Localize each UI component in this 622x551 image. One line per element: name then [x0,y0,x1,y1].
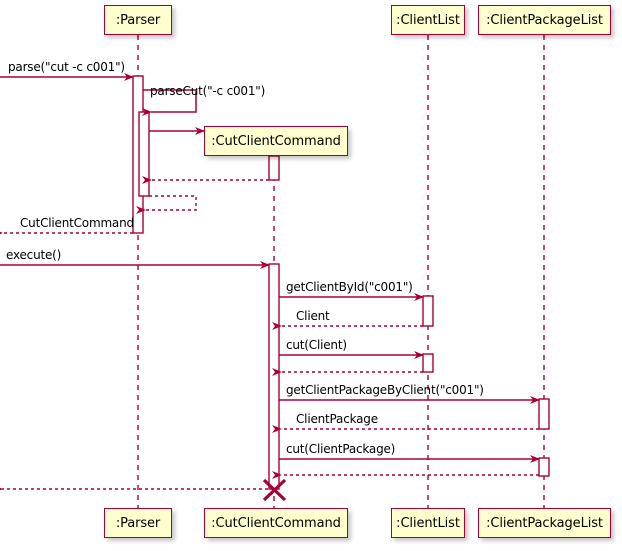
participant-box-cutclientcommand-created[interactable]: :CutClientCommand [204,126,348,156]
activation-parser-nested [138,111,150,197]
activation-clientlist-getclientbyid [422,295,434,327]
participant-label-clientlist-bottom: :ClientList [396,515,460,531]
activation-clientpackagelist-getclientpackage [538,398,550,430]
message-label-parsecut: parseCut("-c c001") [150,84,266,98]
message-label-cut-clientpackage: cut(ClientPackage) [286,442,396,456]
message-label-parse: parse("cut -c c001") [8,60,125,74]
participant-box-clientlist-bottom[interactable]: :ClientList [391,508,465,538]
destroy-marker-cutclientcommand [262,478,287,502]
message-label-getclientpackagebyclient: getClientPackageByClient("c001") [286,383,484,397]
participant-box-cutclientcommand-bottom[interactable]: :CutClientCommand [204,508,348,538]
activation-bars [132,75,550,490]
participant-label-cutclientcommand-created: :CutClientCommand [211,133,341,149]
participant-box-clientpackagelist-top[interactable]: :ClientPackageList [478,5,611,35]
participant-label-cutclientcommand-bottom: :CutClientCommand [211,515,341,531]
message-label-client: Client [296,309,330,323]
message-arrow-parsecut-self [142,89,197,116]
lifelines [137,35,545,508]
participant-label-parser-top: :Parser [115,12,161,28]
participant-box-clientpackagelist-bottom[interactable]: :ClientPackageList [478,508,611,538]
participant-box-parser-top[interactable]: :Parser [104,5,172,35]
message-label-cut-client: cut(Client) [286,338,347,352]
message-label-clientpackage: ClientPackage [296,412,378,426]
activation-cutclientcommand-constructor [268,155,280,181]
participant-box-parser-bottom[interactable]: :Parser [104,508,172,538]
participant-box-clientlist-top[interactable]: :ClientList [391,5,465,35]
participant-label-parser-bottom: :Parser [115,515,161,531]
participant-label-clientpackagelist-top: :ClientPackageList [486,12,603,28]
message-label-execute: execute() [6,248,62,262]
participant-label-clientlist-top: :ClientList [396,12,460,28]
activation-cutclientcommand-execute [268,263,280,490]
message-label-getclientbyid: getClientById("c001") [286,280,413,294]
message-label-return-cutclientcommand: CutClientCommand [20,216,134,230]
message-arrow-self-return-parser [136,195,197,214]
message-arrows [0,73,540,493]
activation-clientlist-cut [422,353,434,373]
participant-label-clientpackagelist-bottom: :ClientPackageList [486,515,603,531]
activation-clientpackagelist-cut [538,457,550,477]
